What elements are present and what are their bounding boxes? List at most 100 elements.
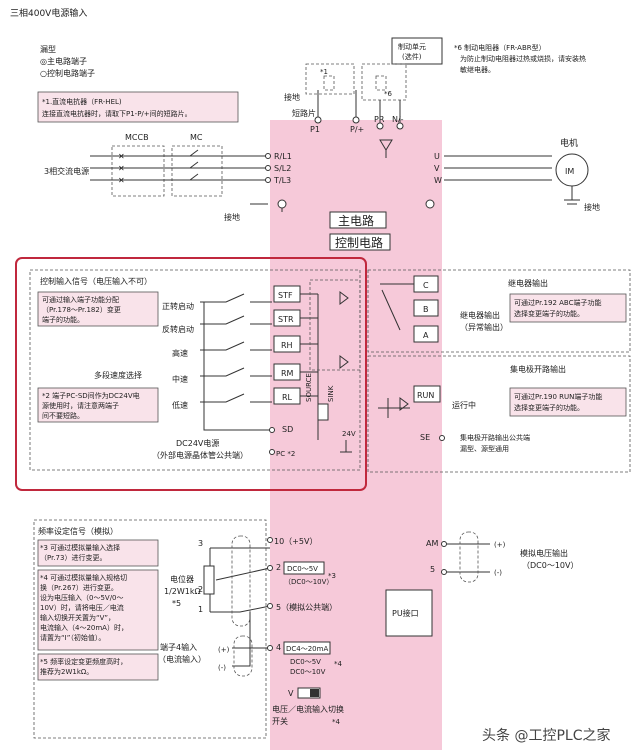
forward-label: 正转启动 xyxy=(162,301,194,311)
pot-star: *5 xyxy=(172,599,181,608)
oc-note-2: 选择变更端子的功能。 xyxy=(514,403,584,412)
oc-heading: 集电极开路输出 xyxy=(510,364,566,374)
svg-text:✕: ✕ xyxy=(118,164,125,173)
terminal-sd: SD xyxy=(282,425,293,434)
mains-lines: ✕ ✕ ✕ xyxy=(90,149,268,185)
pot-1: 1 xyxy=(198,605,203,614)
motor-im: IM xyxy=(565,167,574,176)
am-label: AM xyxy=(426,539,438,548)
p1-label: P1 xyxy=(310,125,320,134)
am-output-label: 模拟电压输出 xyxy=(520,548,568,558)
note-1-line1: *1.直流电抗器（FR-HEL) xyxy=(42,97,122,106)
svg-text:✕: ✕ xyxy=(118,152,125,161)
terminal-pc: PC *2 xyxy=(276,450,295,458)
t5: 5（模拟公共端） xyxy=(276,602,337,612)
star-6-label: *6 xyxy=(384,90,393,98)
motor-ground: 接地 xyxy=(584,202,600,212)
sink-label: SINK xyxy=(327,385,335,402)
t4-minus: (-) xyxy=(218,664,226,672)
control-terminal-boxes xyxy=(273,285,301,405)
freq-note4-1: *4 可通过模拟量输入规格切 xyxy=(40,573,127,582)
control-switches xyxy=(200,293,272,431)
pplus-label: P/+ xyxy=(350,125,364,134)
am-minus: (-) xyxy=(494,569,502,577)
freq-note4-7: 请置为“I”（初始值）。 xyxy=(40,633,105,642)
freq-note4-2: 换（Pr.267）进行变更。 xyxy=(40,583,118,592)
v24-label: 24V xyxy=(342,430,356,438)
relay-c: C xyxy=(423,281,429,290)
freq-note3-1: *3 可通过模拟量输入选择 xyxy=(40,543,120,552)
switch-label-1: 电压／电流输入切换 xyxy=(272,704,344,714)
switch-v: V xyxy=(288,689,294,698)
terminal-v: V xyxy=(434,164,440,173)
terminal-str: STR xyxy=(278,315,294,324)
note-b-3: 间不要短路。 xyxy=(42,411,84,420)
pot-label: 电位器 xyxy=(170,574,194,584)
note-6-line2: 为防止制动电阻器过热或烧损，请安装热 xyxy=(460,54,586,63)
control-circuit-label: 控制电路 xyxy=(335,235,383,250)
legend-heading: 漏型 xyxy=(40,44,56,54)
pu-label: PU接口 xyxy=(392,608,419,618)
source-label: SOURCE xyxy=(305,373,313,402)
am-five: 5 xyxy=(430,565,435,574)
terminal-r: R/L1 xyxy=(274,152,292,161)
reverse-label: 反转启动 xyxy=(162,324,194,334)
switch-star: *4 xyxy=(332,718,341,726)
relay-a: A xyxy=(423,331,429,340)
pr-label: PR xyxy=(374,115,385,124)
t2-star: *3 xyxy=(328,572,336,580)
t4-sub1: DC0～5V xyxy=(290,658,321,666)
braking-unit-line2: (选件) xyxy=(402,52,422,61)
main-circuit-label: 主电路 xyxy=(338,213,374,228)
am-output-sub: （DC0～10V） xyxy=(522,561,579,570)
t10: 10（+5V） xyxy=(274,537,317,546)
oc-common-2: 漏型、源型通用 xyxy=(460,444,509,453)
note-1-line2: 连接直流电抗器时，请取下P1-P/+间的短路片。 xyxy=(42,109,192,118)
t4-box: DC4～20mA xyxy=(286,645,328,653)
t4-star: *4 xyxy=(334,660,343,668)
freq-note4-5: 输入切换开关置为“V”， xyxy=(40,613,115,622)
svg-text:✕: ✕ xyxy=(118,176,125,185)
relay-heading: 继电器输出 xyxy=(508,278,548,288)
terminal-w: W xyxy=(434,176,442,185)
terminal-rm: RM xyxy=(281,369,294,378)
ground-label: 接地 xyxy=(224,212,240,222)
note-6-line3: 敏继电器。 xyxy=(460,65,495,74)
t4: 4 xyxy=(276,643,281,652)
t4in-label: 端子4输入 xyxy=(160,642,197,652)
terminal-rh: RH xyxy=(281,341,293,350)
page-title: 三相400V电源输入 xyxy=(10,7,87,19)
supply-label: 3相交流电源 xyxy=(44,166,89,176)
freq-heading: 频率设定信号（模拟） xyxy=(38,526,118,536)
top-ground-label: 接地 xyxy=(284,92,300,102)
oc-run: RUN xyxy=(417,391,434,400)
low-label: 低速 xyxy=(172,400,188,410)
dc24-label: DC24V电源 xyxy=(176,438,219,448)
freq-note5-2: 推荐为2W1kΩ。 xyxy=(40,667,93,676)
terminal-rl: RL xyxy=(282,393,293,402)
mccb-label: MCCB xyxy=(125,133,149,142)
note-b-1: *2 端子PC-SD间作为DC24V电 xyxy=(42,391,140,400)
note-a-3: 端子的功能。 xyxy=(42,315,84,324)
freq-note4-3: 设为电压输入（0～5V/0～ xyxy=(40,593,124,602)
pot-2: 2 xyxy=(198,585,203,594)
legend-control: ○控制电路端子 xyxy=(40,68,95,78)
star-1-label: *1 xyxy=(320,68,328,76)
terminal-stf: STF xyxy=(278,291,293,300)
jumper-label: 短路片 xyxy=(292,108,316,118)
control-input-frame xyxy=(15,257,367,491)
nminus-label: N/- xyxy=(392,115,404,124)
note-b-2: 源使用时，请注意两端子 xyxy=(42,401,119,410)
relay-note-2: 选择变更端子的功能。 xyxy=(514,309,584,318)
note-a-1: 可通过输入端子功能分配 xyxy=(42,295,119,304)
pot-rating: 1/2W1kΩ xyxy=(164,587,201,596)
oc-common-1: 集电极开路输出公共端 xyxy=(460,433,530,442)
motor-label: 电机 xyxy=(560,137,578,149)
freq-note3-2: （Pr.73）进行变更。 xyxy=(40,553,106,562)
t4in-sub: （电流输入） xyxy=(158,654,206,664)
multispeed-label: 多段速度选择 xyxy=(94,370,142,380)
relay-sub: （异常输出） xyxy=(460,322,508,332)
watermark: 头条 @工控PLC之家 xyxy=(482,727,610,744)
pot-3: 3 xyxy=(198,539,203,548)
